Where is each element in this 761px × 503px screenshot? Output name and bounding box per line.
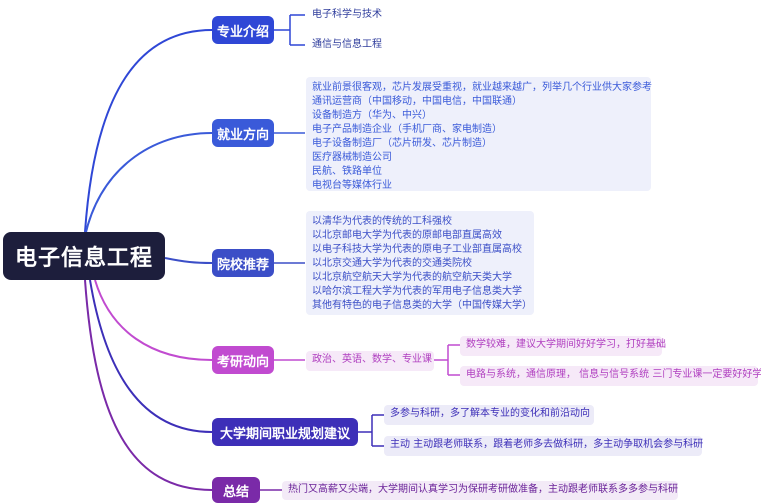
link-postgrad	[94, 279, 213, 361]
link-planning	[89, 279, 213, 433]
planning-item-1: 多参与科研，多了解本专业的变化和前沿动向	[384, 405, 594, 425]
link-major	[84, 29, 213, 233]
career-box: 就业前景很客观，芯片发展受重视，就业越来越广，列举几个行业供大家参考 通讯运营商…	[306, 77, 652, 191]
branch-summary: 总结	[212, 477, 260, 503]
career-line-2: 通讯运营商（中国移动，中国电信，中国联通）	[312, 96, 522, 107]
link-postgrad-items	[434, 344, 460, 376]
school-line-3: 以电子科技大学为代表的原电子工业部直属高校	[312, 244, 522, 255]
link-schools	[164, 257, 213, 264]
major-item-2: 通信与信息工程	[312, 39, 382, 50]
school-line-1: 以清华为代表的传统的工科强校	[312, 216, 452, 227]
link-major-items	[274, 14, 305, 46]
summary-text: 热门又高薪又尖端，大学期间认真学习为保研考研做准备，主动跟老师联系多多参与科研	[288, 484, 678, 495]
postgrad-item-2-text: 电路与系统，通信原理， 信息与信号系统 三门专业课一定要好好学	[466, 369, 761, 380]
branch-planning: 大学期间职业规划建议	[212, 418, 358, 446]
school-line-6: 以哈尔滨工程大学为代表的军用电子信息类大学	[312, 286, 522, 297]
planning-item-2: 主动 主动跟老师联系，跟着老师多去做科研，多主动争取机会参与科研	[384, 436, 704, 456]
school-line-2: 以北京邮电大学为代表的原邮电部直属高效	[312, 230, 502, 241]
link-career	[84, 132, 213, 237]
career-line-1: 就业前景很客观，芯片发展受重视，就业越来越广，列举几个行业供大家参考	[312, 82, 652, 93]
postgrad-item-1-text: 数学较难，建议大学期间好好学习，打好基础	[466, 339, 666, 350]
branch-major: 专业介绍	[212, 16, 274, 44]
career-line-5: 电子设备制造厂（芯片研发、芯片制造）	[312, 138, 492, 149]
postgrad-item-1: 数学较难，建议大学期间好好学习，打好基础	[460, 336, 666, 356]
planning-item-1-text: 多参与科研，多了解本专业的变化和前沿动向	[390, 408, 590, 419]
career-line-4: 电子产品制造企业（手机厂商、家电制造）	[312, 124, 502, 135]
school-line-5: 以北京航空航天大学为代表的航空航天类大学	[312, 272, 512, 283]
branch-career: 就业方向	[212, 119, 274, 147]
career-line-8: 电视台等媒体行业	[312, 180, 392, 191]
branch-postgrad: 考研动向	[212, 346, 274, 374]
career-line-3: 设备制造方（华为、中兴）	[312, 110, 432, 121]
schools-box: 以清华为代表的传统的工科强校 以北京邮电大学为代表的原邮电部直属高效 以电子科技…	[306, 211, 534, 315]
major-item-1: 电子科学与技术	[312, 9, 382, 20]
summary-box: 热门又高薪又尖端，大学期间认真学习为保研考研做准备，主动跟老师联系多多参与科研	[282, 481, 678, 500]
root-node: 电子信息工程	[3, 232, 165, 280]
career-line-6: 医疗器械制造公司	[312, 152, 392, 163]
career-line-7: 民航、铁路单位	[312, 166, 382, 177]
branch-schools: 院校推荐	[212, 249, 274, 277]
postgrad-item-2: 电路与系统，通信原理， 信息与信号系统 三门专业课一定要好好学	[460, 366, 761, 386]
planning-item-2-text: 主动 主动跟老师联系，跟着老师多去做科研，多主动争取机会参与科研	[390, 439, 704, 450]
postgrad-subjects-text: 政治、英语、数学、专业课	[312, 354, 432, 365]
link-summary	[84, 279, 213, 491]
link-planning-items	[358, 414, 385, 447]
postgrad-subjects: 政治、英语、数学、专业课	[306, 351, 434, 371]
school-line-7: 其他有特色的电子信息类的大学（中国传媒大学）	[312, 300, 532, 311]
school-line-4: 以北京交通大学为代表的交通类院校	[312, 258, 472, 269]
